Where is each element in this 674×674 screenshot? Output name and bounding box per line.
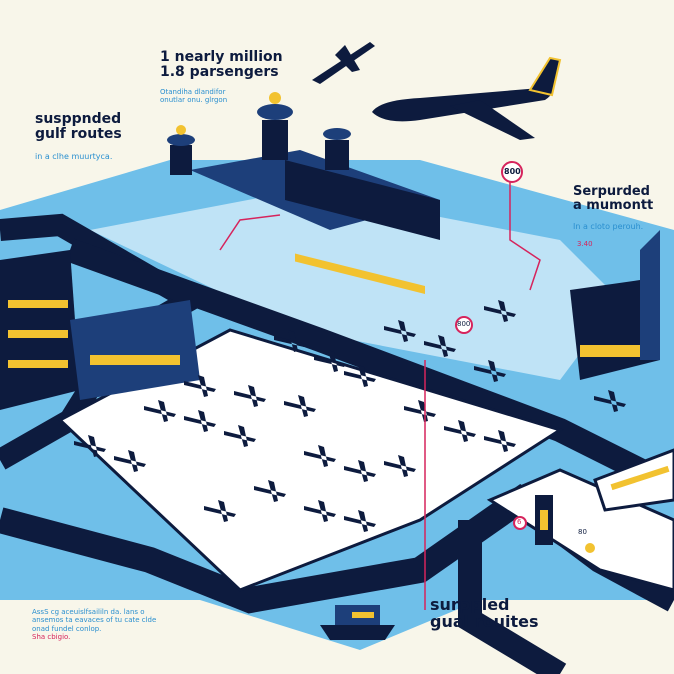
terminal-front xyxy=(285,160,440,240)
parked-airplane xyxy=(344,510,376,532)
parked-airplane xyxy=(204,500,236,522)
note-bottom-left: AssS cg aceuislfsaililn da. lans o ansem… xyxy=(32,608,157,642)
parked-airplane xyxy=(234,385,266,407)
label-right-number: 3.40 xyxy=(577,240,593,248)
note-highlight: Sha cbigio. xyxy=(32,633,71,642)
marker-pin xyxy=(513,516,527,530)
parked-airplane xyxy=(384,320,416,342)
parked-airplane xyxy=(304,445,336,467)
label-right-line-2: a mumontt xyxy=(573,197,654,213)
parked-airplane xyxy=(384,455,416,477)
parked-airplane xyxy=(184,375,216,397)
parked-airplane xyxy=(444,420,476,442)
headline-line-1: 1 nearly million xyxy=(160,49,283,65)
marker-label-80: 80 xyxy=(578,528,587,536)
control-tower-1 xyxy=(257,92,293,160)
marker-800-b xyxy=(455,316,473,334)
parked-airplane xyxy=(594,390,626,412)
parked-airplane xyxy=(254,480,286,502)
control-tower-3 xyxy=(323,128,351,170)
label-left-caption: in a clhe muurtyca. xyxy=(35,152,113,161)
label-right-line-1: Serpurded xyxy=(573,184,650,199)
parked-airplane xyxy=(184,410,216,432)
label-bottom-line-2: gual rouites xyxy=(430,611,539,631)
ship xyxy=(320,605,395,640)
parked-airplane xyxy=(314,350,346,372)
connector-lines xyxy=(219,180,541,610)
note-text: AssS cg aceuislfsaililn da. lans o ansem… xyxy=(32,608,157,633)
parked-airplane xyxy=(74,435,106,457)
parked-airplane xyxy=(474,360,506,382)
marker-label-800-b: 800 xyxy=(457,320,471,328)
airplane-large xyxy=(372,56,562,140)
marker-label-800-a: 800 xyxy=(504,167,521,176)
airplane-small-sky xyxy=(312,42,375,84)
parked-airplane xyxy=(284,395,316,417)
marker-pin-yellow xyxy=(585,543,595,553)
label-bottom-line-1: surppled xyxy=(430,595,510,614)
headline-line-2: 1.8 parsengers xyxy=(160,63,279,80)
apron xyxy=(57,328,564,592)
parked-airplane xyxy=(424,335,456,357)
parked-airplane xyxy=(304,500,336,522)
headline-top: 1 nearly million 1.8 parsengers xyxy=(160,50,283,79)
left-terminal-building xyxy=(0,250,200,410)
terminal-window-band xyxy=(295,253,425,294)
parked-airplane xyxy=(144,400,176,422)
label-left-line-1: susppnded xyxy=(35,111,122,127)
parked-airplane xyxy=(484,430,516,452)
label-right-caption: In a cloto perouh. xyxy=(573,222,644,231)
label-right: Serpurded a mumontt xyxy=(573,185,653,212)
headline-caption: Otandiha dlandifor onutlar onu. glrgon xyxy=(160,88,228,105)
right-tower xyxy=(535,495,553,545)
parked-airplanes xyxy=(74,300,626,532)
marker-800-a xyxy=(501,161,523,183)
label-bottom: surppled gual rouites xyxy=(430,595,539,631)
parked-airplane xyxy=(344,365,376,387)
parked-airplane xyxy=(344,460,376,482)
control-tower-2 xyxy=(167,125,195,175)
parked-airplane xyxy=(274,330,306,352)
parked-airplane xyxy=(484,300,516,322)
parked-airplane xyxy=(114,450,146,472)
parked-airplane xyxy=(224,425,256,447)
light-ground xyxy=(90,190,620,380)
parked-airplane xyxy=(404,400,436,422)
road-right xyxy=(458,520,567,674)
marker-label-6: 6 xyxy=(517,518,522,526)
label-left: susppnded gulf routes xyxy=(35,112,122,141)
label-left-line-2: gulf routes xyxy=(35,125,122,142)
right-hangar xyxy=(570,230,660,380)
train xyxy=(593,448,674,512)
